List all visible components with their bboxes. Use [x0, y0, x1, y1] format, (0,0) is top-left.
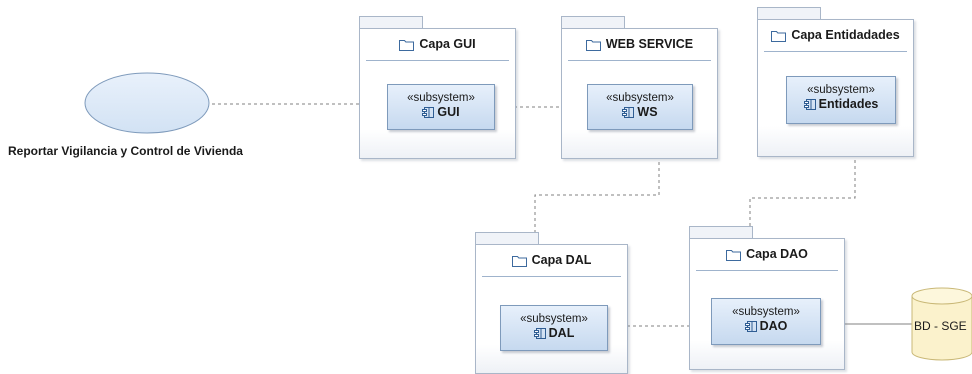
subsystem-name: WS [637, 105, 658, 119]
package-title: Capa GUI [419, 37, 476, 51]
package-web-service[interactable]: WEB SERVICE «subsystem» WS [561, 28, 718, 159]
package-capa-dal[interactable]: Capa DAL «subsystem» DAL [475, 244, 628, 374]
package-tab [475, 232, 539, 245]
subsystem-name-row: DAL [501, 326, 607, 341]
package-divider [696, 270, 838, 271]
folder-icon [585, 40, 601, 51]
component-icon [622, 107, 635, 118]
subsystem-name: DAL [548, 326, 575, 340]
database-label: BD - SGE [914, 319, 967, 333]
subsystem-stereotype: «subsystem» [807, 84, 875, 96]
package-title: Capa DAL [531, 253, 592, 267]
folder-icon [726, 250, 742, 261]
subsystem-name-row: DAO [712, 319, 820, 334]
database-cylinder[interactable] [908, 286, 972, 364]
subsystem-stereotype: «subsystem» [407, 92, 475, 104]
package-title: Capa Entidadades [791, 28, 900, 42]
package-tab [561, 16, 625, 29]
component-icon [533, 328, 546, 339]
package-header: Capa Entidadades [758, 20, 913, 50]
subsystem-stereotype: «subsystem» [732, 306, 800, 318]
subsystem-name-row: WS [588, 105, 692, 120]
subsystem-name: GUI [437, 105, 460, 119]
subsystem-name-row: Entidades [787, 97, 895, 112]
package-divider [482, 276, 621, 277]
package-divider [366, 60, 509, 61]
folder-icon [399, 40, 415, 51]
package-header: Capa DAL [476, 245, 627, 275]
subsystem-entidades[interactable]: «subsystem» Entidades [786, 76, 896, 124]
folder-icon [771, 31, 787, 42]
subsystem-stereotype: «subsystem» [606, 92, 674, 104]
package-divider [568, 60, 711, 61]
component-icon [803, 99, 816, 110]
package-capa-gui[interactable]: Capa GUI «subsystem» GUI [359, 28, 516, 159]
use-case-label: Reportar Vigilancia y Control de Viviend… [8, 144, 243, 158]
use-case-ellipse[interactable] [84, 72, 214, 136]
subsystem-name: DAO [759, 319, 788, 333]
package-header: Capa GUI [360, 29, 515, 59]
package-tab [757, 7, 821, 20]
package-capa-dao[interactable]: Capa DAO «subsystem» DAO [689, 238, 845, 370]
package-header: Capa DAO [690, 239, 844, 269]
subsystem-gui[interactable]: «subsystem» GUI [387, 84, 495, 130]
component-icon [744, 321, 757, 332]
package-title: Capa DAO [746, 247, 808, 261]
subsystem-ws[interactable]: «subsystem» WS [587, 84, 693, 130]
subsystem-name-row: GUI [388, 105, 494, 120]
subsystem-dal[interactable]: «subsystem» DAL [500, 305, 608, 351]
package-capa-entidades[interactable]: Capa Entidadades «subsystem» Entidades [757, 19, 914, 157]
subsystem-dao[interactable]: «subsystem» DAO [711, 298, 821, 345]
package-tab [689, 226, 753, 239]
subsystem-name: Entidades [818, 97, 879, 111]
package-divider [764, 51, 907, 52]
subsystem-stereotype: «subsystem» [520, 313, 588, 325]
package-tab [359, 16, 423, 29]
folder-icon [511, 256, 527, 267]
package-title: WEB SERVICE [605, 37, 694, 51]
component-icon [422, 107, 435, 118]
package-header: WEB SERVICE [562, 29, 717, 59]
